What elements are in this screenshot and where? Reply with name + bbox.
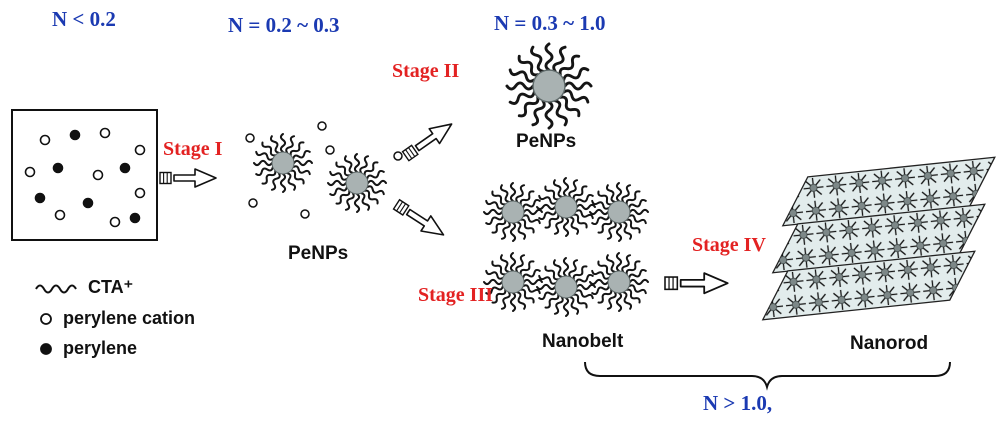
perylene-icon	[40, 343, 52, 355]
penps-large-micelle	[507, 44, 591, 128]
nanobelt-cluster	[484, 178, 648, 316]
stage1-label: Stage I	[163, 138, 223, 160]
stage1-arrow	[159, 168, 217, 188]
penps-top-label: PeNPs	[516, 131, 577, 152]
legend-perylene-label: perylene	[63, 338, 138, 358]
legend-cta-label: CTA⁺	[88, 277, 134, 297]
cta-wavy-icon	[35, 284, 77, 294]
stage4-label: Stage IV	[692, 234, 766, 256]
penps-mid-label: PeNPs	[288, 243, 349, 264]
perylene-cation-icon	[40, 313, 52, 325]
range-brace	[584, 361, 951, 391]
legend-glyphs	[35, 284, 77, 355]
nanorod-sheets	[757, 156, 1000, 321]
label-n-gt-1.0: N > 1.0,	[703, 391, 773, 415]
stage3-label: Stage III	[418, 284, 494, 306]
legend-perylene-cation-label: perylene cation	[63, 308, 196, 328]
label-n-0.2-0.3: N = 0.2 ~ 0.3	[228, 13, 340, 37]
nanorod-label: Nanorod	[850, 333, 929, 354]
label-n-0.3-1.0: N = 0.3 ~ 1.0	[494, 11, 606, 35]
stage3-arrow	[390, 196, 450, 244]
label-n-lt-0.2: N < 0.2	[52, 7, 116, 31]
nanobelt-label: Nanobelt	[542, 331, 624, 352]
reactant-box	[11, 109, 158, 241]
stage2-label: Stage II	[392, 60, 460, 82]
penps-micelles	[245, 121, 403, 219]
stage2-arrow	[399, 115, 458, 165]
stage4-arrow	[664, 272, 729, 295]
